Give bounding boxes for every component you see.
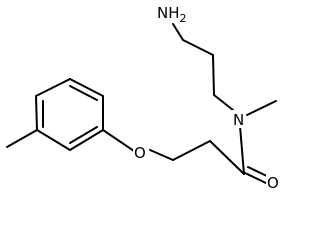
amide-oxygen-label: O xyxy=(267,174,279,192)
ring-bond-3 xyxy=(35,78,71,97)
bond-ca-cb xyxy=(172,140,211,161)
ring-double-bond-1 xyxy=(69,85,98,101)
bond-c3-n xyxy=(213,94,234,111)
bond-carbonyl-o-1 xyxy=(244,172,269,185)
amine-label-mask xyxy=(156,4,191,22)
ether-oxygen-label-mask xyxy=(133,143,149,161)
chemical-structure: NH2 N O O xyxy=(6,4,282,192)
bond-ring-methyl xyxy=(6,129,38,148)
bond-c2-c3 xyxy=(212,54,215,96)
ring-bond-6 xyxy=(69,129,104,151)
ring-double-bond-3 xyxy=(69,126,98,144)
ring-bond-2 xyxy=(69,78,104,97)
amide-nitrogen-label: N xyxy=(233,111,244,129)
bond-c1-c2 xyxy=(182,39,214,56)
propanoyl-chain xyxy=(149,140,245,175)
n-methyl-group xyxy=(246,100,277,116)
aryl-ether xyxy=(102,129,135,152)
ether-oxygen-label: O xyxy=(134,144,146,162)
aminopropyl-chain xyxy=(172,23,234,111)
bond-cb-o xyxy=(149,149,174,161)
bond-carbonyl-ca xyxy=(209,140,245,175)
benzene-ring xyxy=(35,78,104,151)
amide-nitrogen-label-mask xyxy=(232,110,246,128)
ring-bond-4 xyxy=(35,95,38,131)
amide-oxygen-label-mask xyxy=(266,173,282,191)
bond-n-carbonyl xyxy=(239,125,245,175)
atom-labels: NH2 N O O xyxy=(133,4,282,192)
bond-n-methyl xyxy=(246,100,277,116)
bond-o-ring xyxy=(102,129,135,152)
amine-label: NH2 xyxy=(157,4,187,25)
aryl-methyl-group xyxy=(6,129,38,148)
ring-bond-5 xyxy=(36,129,71,151)
bond-nh2-c1 xyxy=(172,23,184,41)
